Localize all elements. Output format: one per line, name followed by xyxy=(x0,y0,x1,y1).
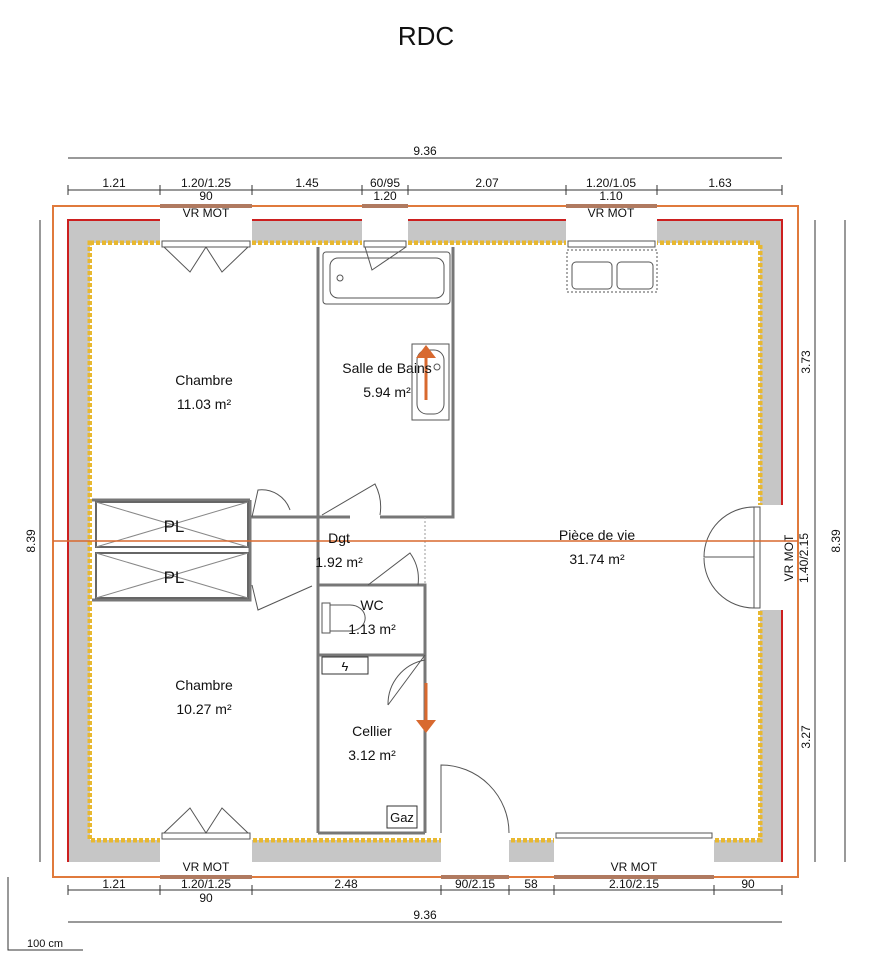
dim-right-lower: 3.27 xyxy=(799,725,813,749)
room-area-cellier: 3.12 m² xyxy=(348,747,396,763)
room-area-chambre-2: 10.27 m² xyxy=(176,701,232,717)
dim-top-6: 1.63 xyxy=(708,176,732,190)
room-name-piece-de-vie: Pièce de vie xyxy=(559,527,635,543)
dim-bottom-0: 1.21 xyxy=(102,877,126,891)
dim-right-total: 8.39 xyxy=(829,529,843,553)
scale-label: 100 cm xyxy=(27,938,63,950)
dim-bottom-2: 2.48 xyxy=(334,877,358,891)
room-area-chambre-1: 11.03 m² xyxy=(177,396,232,412)
arrows xyxy=(416,345,436,733)
dim-bottom-sub-0: 90 xyxy=(199,891,213,905)
dim-bottom-4: 58 xyxy=(524,877,538,891)
dim-ticks-top xyxy=(67,185,783,195)
window-label-bottom-right: VR MOT xyxy=(611,860,658,874)
dim-bottom-total: 9.36 xyxy=(413,908,437,922)
dim-ticks-bottom xyxy=(67,885,783,895)
windows xyxy=(161,240,761,840)
plan-title: RDC xyxy=(398,21,454,51)
dim-bottom-6: 90 xyxy=(741,877,755,891)
window-label-top-right: VR MOT xyxy=(588,206,635,220)
window-label-bottom-left: VR MOT xyxy=(183,860,230,874)
dim-right-upper: 3.73 xyxy=(799,350,813,374)
window-label-right: VR MOT xyxy=(782,534,796,581)
gaz-box xyxy=(386,805,418,829)
dim-bottom-5: 2.10/2.15 xyxy=(609,877,659,891)
dim-top-sub-1: 1.20 xyxy=(373,189,397,203)
room-name-chambre-2: Chambre xyxy=(175,677,233,693)
dim-top-3: 60/95 xyxy=(370,176,400,190)
dim-bottom-3: 90/2.15 xyxy=(455,877,495,891)
dim-top-total: 9.36 xyxy=(413,144,437,158)
room-area-dgt: 1.92 m² xyxy=(315,554,363,570)
window-label-top-left: VR MOT xyxy=(183,206,230,220)
room-name-wc: WC xyxy=(360,597,383,613)
room-area-piece-de-vie: 31.74 m² xyxy=(569,551,625,567)
closets xyxy=(95,501,249,599)
dim-top-sub-0: 90 xyxy=(199,189,213,203)
room-name-chambre-1: Chambre xyxy=(175,372,233,388)
dim-top-5: 1.20/1.05 xyxy=(586,176,636,190)
scale-bar xyxy=(7,877,83,951)
dim-left-total: 8.39 xyxy=(24,529,38,553)
room-name-sdb: Salle de Bains xyxy=(342,360,432,376)
shutter-marks xyxy=(160,204,714,879)
dim-top-2: 1.45 xyxy=(295,176,319,190)
lightning-icon: ϟ xyxy=(342,659,349,674)
closet-label-1: PL xyxy=(164,517,185,536)
partitions xyxy=(92,247,455,835)
interior-doors xyxy=(251,483,510,834)
dim-bottom-1: 1.20/1.25 xyxy=(181,877,231,891)
dim-top-1: 1.20/1.25 xyxy=(181,176,231,190)
closet-label-2: PL xyxy=(164,568,185,587)
room-name-dgt: Dgt xyxy=(328,530,350,546)
room-area-wc: 1.13 m² xyxy=(348,621,396,637)
dim-top-sub-2: 1.10 xyxy=(599,189,623,203)
fixtures xyxy=(321,249,658,634)
room-area-sdb: 5.94 m² xyxy=(363,384,411,400)
gaz-label: Gaz xyxy=(390,810,414,825)
electric-panel xyxy=(321,656,369,675)
window-openings xyxy=(160,219,784,864)
dim-right-window: 1.40/2.15 xyxy=(797,533,811,583)
dim-top-0: 1.21 xyxy=(102,176,126,190)
dim-top-4: 2.07 xyxy=(475,176,499,190)
room-name-cellier: Cellier xyxy=(352,723,392,739)
